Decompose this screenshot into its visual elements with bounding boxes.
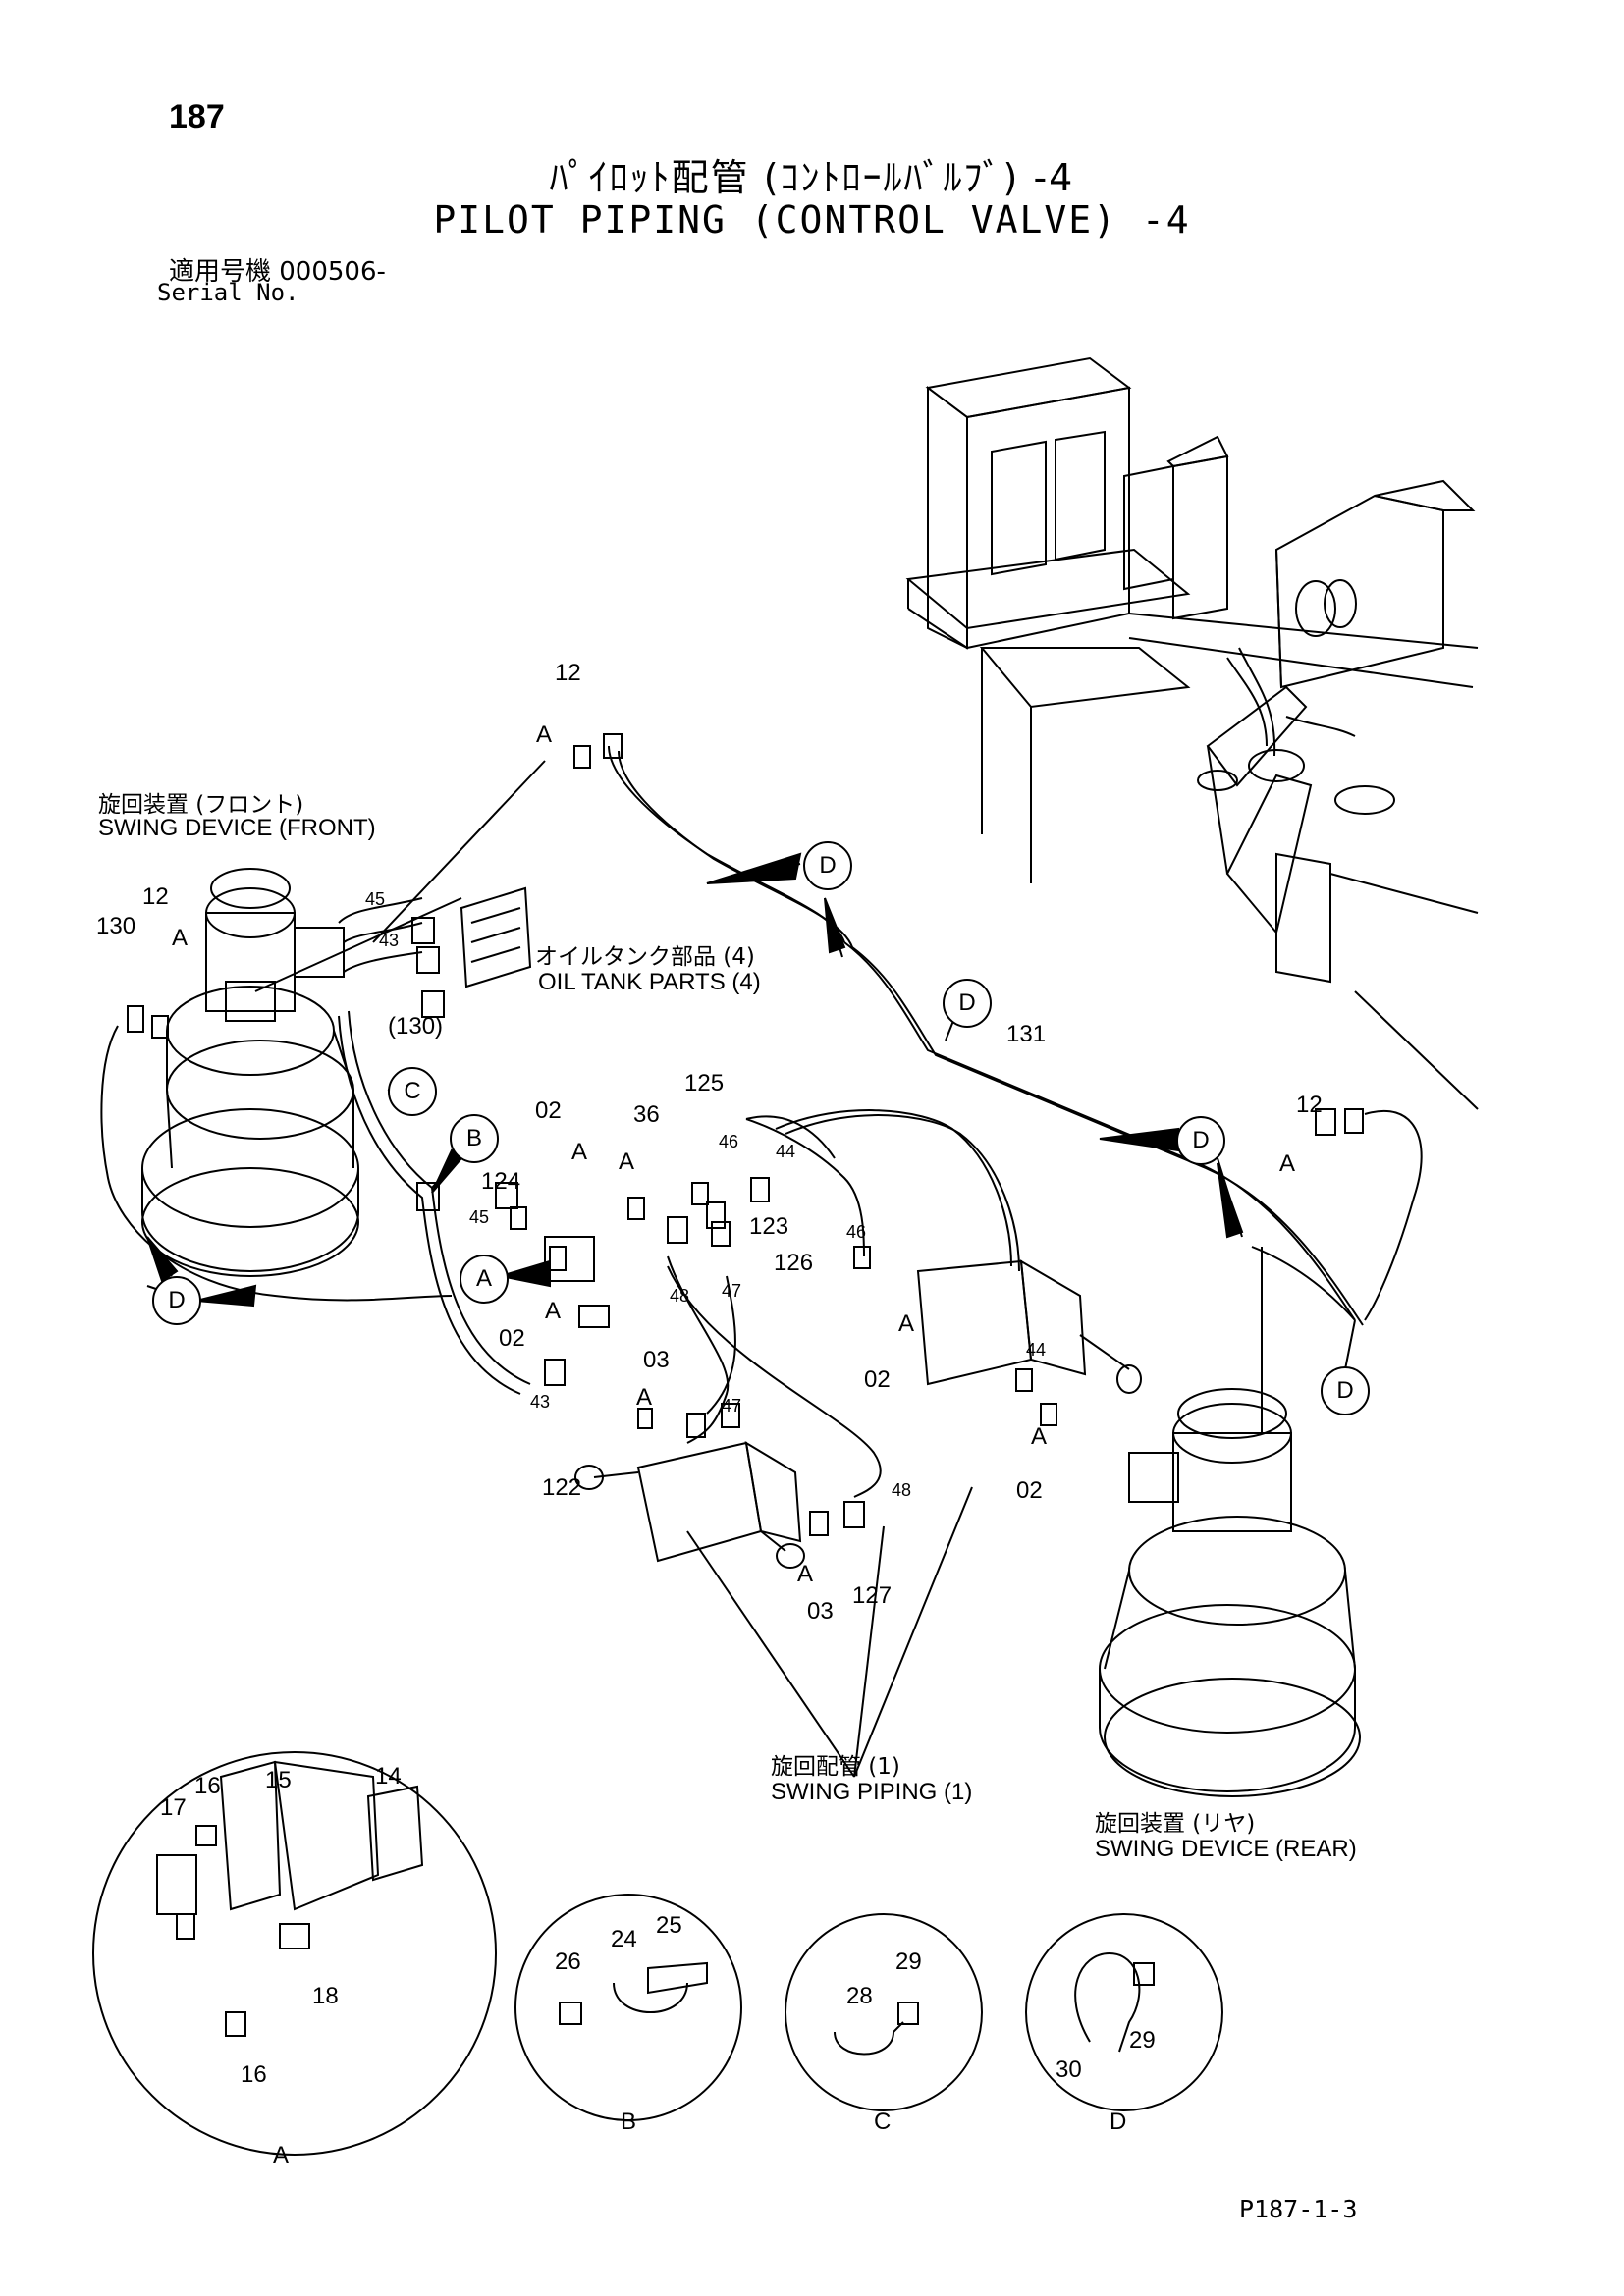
detail-a-part-15: 15 bbox=[265, 1767, 292, 1793]
part-number-48: 48 bbox=[670, 1286, 690, 1306]
callout-b: B bbox=[450, 1114, 499, 1163]
part-number-02: 02 bbox=[499, 1325, 525, 1352]
oil-tank-manifold-illustration bbox=[460, 886, 532, 988]
label-swing-device-rear-jp: 旋回装置 (リヤ) bbox=[1095, 1811, 1256, 1837]
part-number-47: 47 bbox=[722, 1281, 742, 1301]
document-code: P187-1-3 bbox=[1239, 2195, 1358, 2223]
detail-a-part-14: 14 bbox=[375, 1763, 402, 1789]
part-number-130-ref: (130) bbox=[388, 1013, 444, 1040]
part-number-12: 12 bbox=[142, 883, 169, 910]
part-number-45: 45 bbox=[365, 889, 386, 909]
callout-d: D bbox=[943, 979, 992, 1028]
fitting-illustrations bbox=[127, 733, 1364, 1536]
part-number-02: 02 bbox=[535, 1097, 562, 1124]
part-number-126: 126 bbox=[774, 1250, 814, 1276]
section-letter-a: A bbox=[797, 1561, 814, 1587]
part-number-124: 124 bbox=[481, 1168, 521, 1195]
serial-label-japanese: 適用号機 000506- bbox=[169, 257, 386, 287]
swing-device-rear-illustration bbox=[1099, 1388, 1361, 1797]
label-swing-device-front-jp: 旋回装置 (フロント) bbox=[98, 792, 304, 818]
part-number-122: 122 bbox=[542, 1474, 582, 1501]
section-letter-a: A bbox=[619, 1148, 635, 1175]
part-number-123: 123 bbox=[749, 1213, 789, 1240]
detail-c-label: C bbox=[874, 2109, 892, 2135]
part-number-36: 36 bbox=[633, 1101, 660, 1128]
section-letter-a: A bbox=[636, 1384, 653, 1411]
part-number-46: 46 bbox=[719, 1132, 739, 1151]
callout-d: D bbox=[803, 841, 852, 890]
detail-c-drawing bbox=[834, 2002, 919, 2056]
detail-d-drawing bbox=[1074, 1951, 1155, 2053]
part-number-125: 125 bbox=[684, 1070, 725, 1096]
detail-c-part-28: 28 bbox=[846, 1983, 873, 2009]
machine-upperstructure-illustration bbox=[905, 356, 1479, 1110]
detail-d-part-29: 29 bbox=[1129, 2027, 1156, 2054]
page-number: 187 bbox=[169, 98, 225, 135]
detail-a-part-16: 16 bbox=[241, 2061, 267, 2088]
part-number-127: 127 bbox=[852, 1582, 893, 1609]
section-letter-a: A bbox=[1031, 1423, 1048, 1450]
section-letter-a: A bbox=[1279, 1150, 1296, 1177]
hose-routing-lines bbox=[100, 745, 1423, 1498]
detail-b-part-24: 24 bbox=[611, 1926, 637, 1952]
serial-label-english: Serial No. bbox=[157, 279, 299, 306]
part-number-47: 47 bbox=[722, 1396, 742, 1415]
detail-a-part-18: 18 bbox=[312, 1983, 339, 2009]
label-oil-tank-parts-jp: オイルタンク部品 (4) bbox=[535, 944, 755, 970]
section-letter-a: A bbox=[571, 1139, 588, 1165]
detail-a-label: A bbox=[273, 2142, 290, 2168]
part-number-02: 02 bbox=[1016, 1477, 1043, 1504]
detail-b-label: B bbox=[621, 2109, 637, 2135]
callout-a: A bbox=[460, 1255, 509, 1304]
title-english: PILOT PIPING (CONTROL VALVE) -4 bbox=[433, 198, 1191, 241]
detail-b-drawing bbox=[559, 1961, 708, 2025]
callout-d: D bbox=[1321, 1366, 1370, 1415]
detail-d-part-30: 30 bbox=[1056, 2056, 1082, 2083]
part-number-131: 131 bbox=[1006, 1021, 1047, 1047]
detail-a-part-16: 16 bbox=[194, 1773, 221, 1799]
label-swing-device-front-en: SWING DEVICE (FRONT) bbox=[98, 815, 376, 841]
part-number-43: 43 bbox=[530, 1392, 551, 1412]
detail-b-part-25: 25 bbox=[656, 1912, 682, 1939]
label-oil-tank-parts-en: OIL TANK PARTS (4) bbox=[538, 969, 761, 995]
part-number-46: 46 bbox=[846, 1222, 867, 1242]
section-letter-a: A bbox=[172, 925, 189, 951]
detail-a-drawing bbox=[156, 1760, 424, 2037]
detail-c-part-29: 29 bbox=[895, 1949, 922, 1975]
part-number-03: 03 bbox=[643, 1347, 670, 1373]
section-letter-a: A bbox=[545, 1298, 562, 1324]
part-number-130: 130 bbox=[96, 913, 136, 939]
section-letter-a: A bbox=[536, 721, 553, 748]
detail-circles bbox=[92, 1751, 1223, 2156]
label-swing-device-rear-en: SWING DEVICE (REAR) bbox=[1095, 1836, 1357, 1862]
detail-b-part-26: 26 bbox=[555, 1949, 581, 1975]
part-number-48: 48 bbox=[892, 1480, 912, 1500]
callout-d: D bbox=[1176, 1116, 1225, 1165]
part-number-12: 12 bbox=[555, 660, 581, 686]
part-number-03: 03 bbox=[807, 1598, 834, 1625]
part-number-45: 45 bbox=[469, 1207, 490, 1227]
callout-c: C bbox=[388, 1067, 437, 1116]
title-japanese: ﾊﾟｲﾛｯﾄ配管 (ｺﾝﾄﾛｰﾙﾊﾞﾙﾌﾞ) -4 bbox=[549, 156, 1075, 199]
part-number-12: 12 bbox=[1296, 1092, 1323, 1118]
control-valve-illustrations bbox=[574, 1259, 1142, 1569]
label-swing-piping-en: SWING PIPING (1) bbox=[771, 1779, 973, 1805]
label-swing-piping-jp: 旋回配管 (1) bbox=[771, 1754, 900, 1780]
part-number-43: 43 bbox=[379, 931, 400, 950]
part-number-44: 44 bbox=[776, 1142, 796, 1161]
part-number-44: 44 bbox=[1026, 1340, 1047, 1360]
callout-d: D bbox=[152, 1276, 201, 1325]
section-letter-a: A bbox=[898, 1310, 915, 1337]
detail-d-label: D bbox=[1110, 2109, 1127, 2135]
detail-a-part-17: 17 bbox=[160, 1794, 187, 1821]
part-number-02: 02 bbox=[864, 1366, 891, 1393]
